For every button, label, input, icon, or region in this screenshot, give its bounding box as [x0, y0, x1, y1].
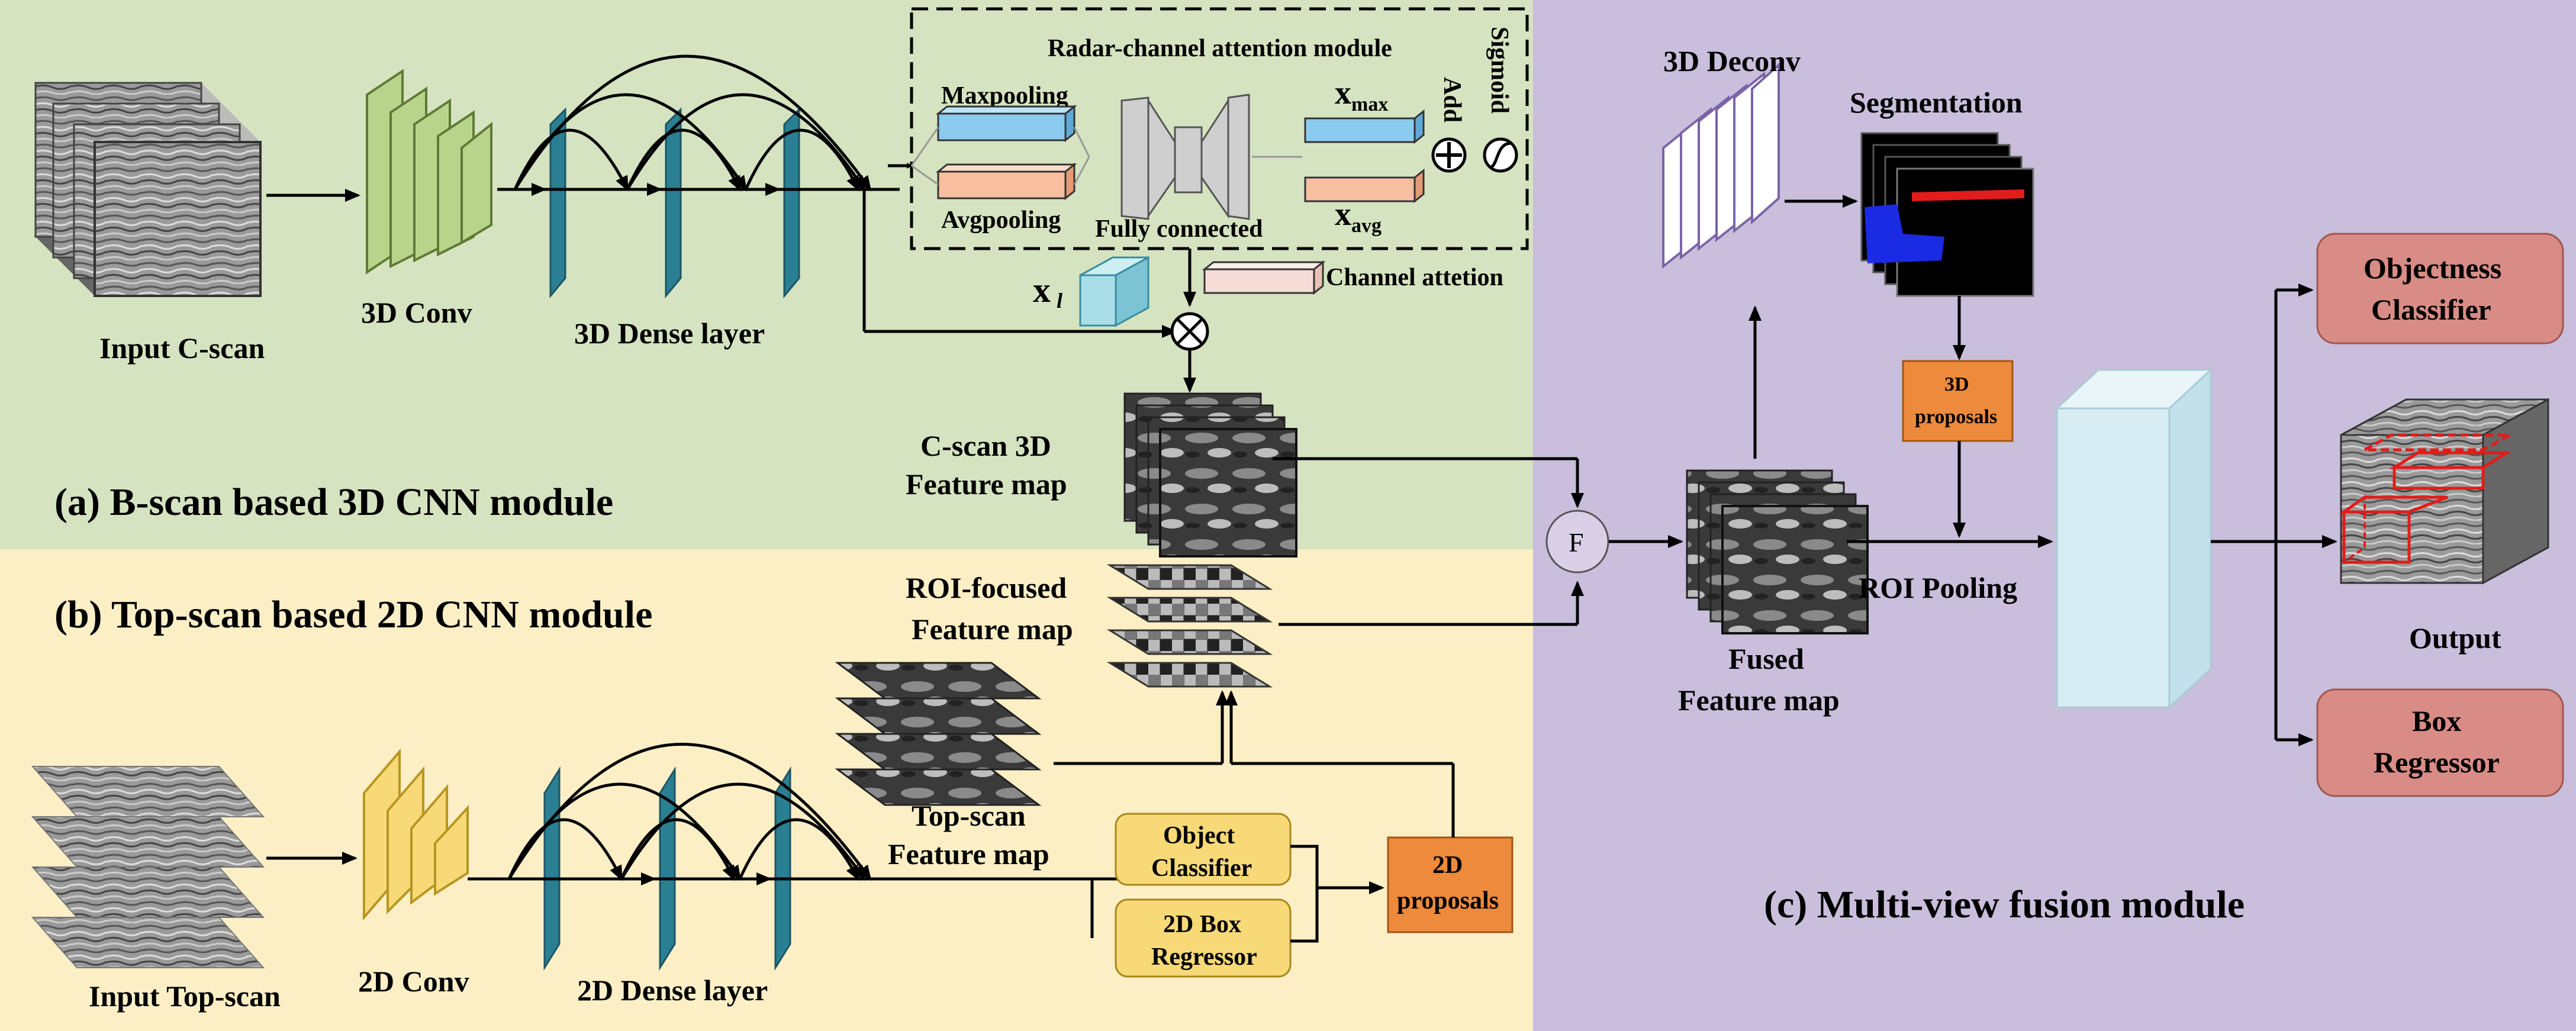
x-l-cube — [1079, 256, 1149, 327]
panel-b-title: (b) Top-scan based 2D CNN module — [54, 593, 652, 636]
topscan-feature-map — [835, 662, 1042, 806]
maxpooling-block — [935, 104, 1077, 143]
channel-attention-block — [1202, 260, 1326, 295]
maxpooling-label: Maxpooling — [941, 82, 1068, 109]
box-regressor-label-1: Box — [2412, 704, 2461, 737]
output-detection-cube — [2339, 398, 2549, 585]
channel-attention-label: Channel attetion — [1326, 264, 1503, 291]
box-regressor-label-2: Regressor — [2374, 746, 2500, 779]
panel-c-title: (c) Multi-view fusion module — [1764, 883, 2245, 926]
attention-module-title: Radar-channel attention module — [1048, 35, 1392, 62]
roi-feature-prism — [2055, 368, 2213, 710]
dense2d-connections — [468, 743, 1113, 885]
add-label: Add — [1438, 77, 1466, 123]
x-max-label: xmax — [1335, 75, 1388, 115]
avgpooling-block — [935, 162, 1077, 201]
fully-connected-label: Fully connected — [1095, 215, 1263, 243]
fusion-symbol: F — [1569, 527, 1584, 558]
deconv3d-block — [1662, 62, 1780, 269]
x-avg-label: xavg — [1335, 196, 1382, 237]
box2d-regressor-label-1: 2D Box — [1163, 911, 1241, 938]
segmentation-map — [1860, 132, 2034, 297]
proposals2d-box — [1387, 836, 1514, 933]
dense2d-label: 2D Dense layer — [577, 974, 768, 1007]
fusion-node — [1545, 510, 1609, 574]
input-cscan-label: Input C-scan — [99, 331, 265, 365]
attention-module-box — [910, 7, 1529, 250]
proposals3d-label-1: 3D — [1944, 373, 1969, 395]
dense3d-connections — [513, 54, 872, 196]
conv2d-label: 2D Conv — [358, 965, 469, 998]
x-avg-block — [1304, 168, 1425, 204]
input-topscan-label: Input Top-scan — [89, 980, 281, 1013]
conv3d-block — [366, 69, 492, 275]
sigmoid-label: Sigmoid — [1486, 27, 1513, 114]
objectness-label-1: Objectness — [2364, 252, 2501, 285]
topscan-feature-label-2: Feature map — [888, 837, 1049, 871]
roi-feature-map — [1106, 564, 1273, 688]
box-regressor-box — [2316, 688, 2564, 797]
cscan-feature-map — [1123, 392, 1297, 558]
segmentation-label: Segmentation — [1850, 86, 2023, 119]
input-cscan-cube — [34, 82, 262, 297]
roi-feature-label-2: Feature map — [912, 613, 1073, 646]
avgpooling-label: Avgpooling — [941, 207, 1061, 234]
box2d-regressor-label-2: Regressor — [1151, 943, 1257, 971]
object-classifier-box — [1115, 813, 1292, 886]
output-label: Output — [2409, 621, 2501, 655]
objectness-classifier-box — [2316, 233, 2564, 344]
proposals3d-box — [1902, 360, 2014, 442]
dense3d-label: 3D Dense layer — [574, 317, 765, 350]
proposals2d-label-1: 2D — [1432, 852, 1463, 879]
objectness-label-2: Classifier — [2371, 293, 2491, 326]
roi-pooling-label: ROI Pooling — [1859, 571, 2017, 604]
conv2d-block — [363, 748, 469, 921]
cscan-feature-label-2: Feature map — [906, 468, 1067, 501]
input-topscan-stack — [31, 766, 265, 968]
deconv3d-label: 3D Deconv — [1663, 44, 1801, 78]
cscan-feature-label-1: C-scan 3D — [920, 429, 1051, 462]
panel-a-title: (a) B-scan based 3D CNN module — [54, 481, 613, 524]
box2d-regressor-box — [1115, 898, 1292, 978]
object-classifier-label-1: Object — [1163, 822, 1235, 849]
x-max-block — [1304, 109, 1425, 144]
proposals2d-label-2: proposals — [1397, 887, 1499, 914]
topscan-feature-label-1: Top-scan — [912, 799, 1026, 832]
fused-feature-label-1: Fused — [1728, 642, 1804, 675]
proposals3d-label-2: proposals — [1915, 406, 1997, 428]
sigmoid-icon — [1483, 137, 1518, 173]
roi-feature-label-1: ROI-focused — [906, 571, 1067, 604]
fused-feature-map — [1686, 469, 1869, 634]
object-classifier-label-2: Classifier — [1151, 855, 1252, 882]
dense3d-layers — [549, 107, 800, 299]
fused-feature-label-2: Feature map — [1678, 684, 1840, 717]
conv3d-label: 3D Conv — [361, 296, 472, 329]
fully-connected-block — [1120, 94, 1250, 220]
